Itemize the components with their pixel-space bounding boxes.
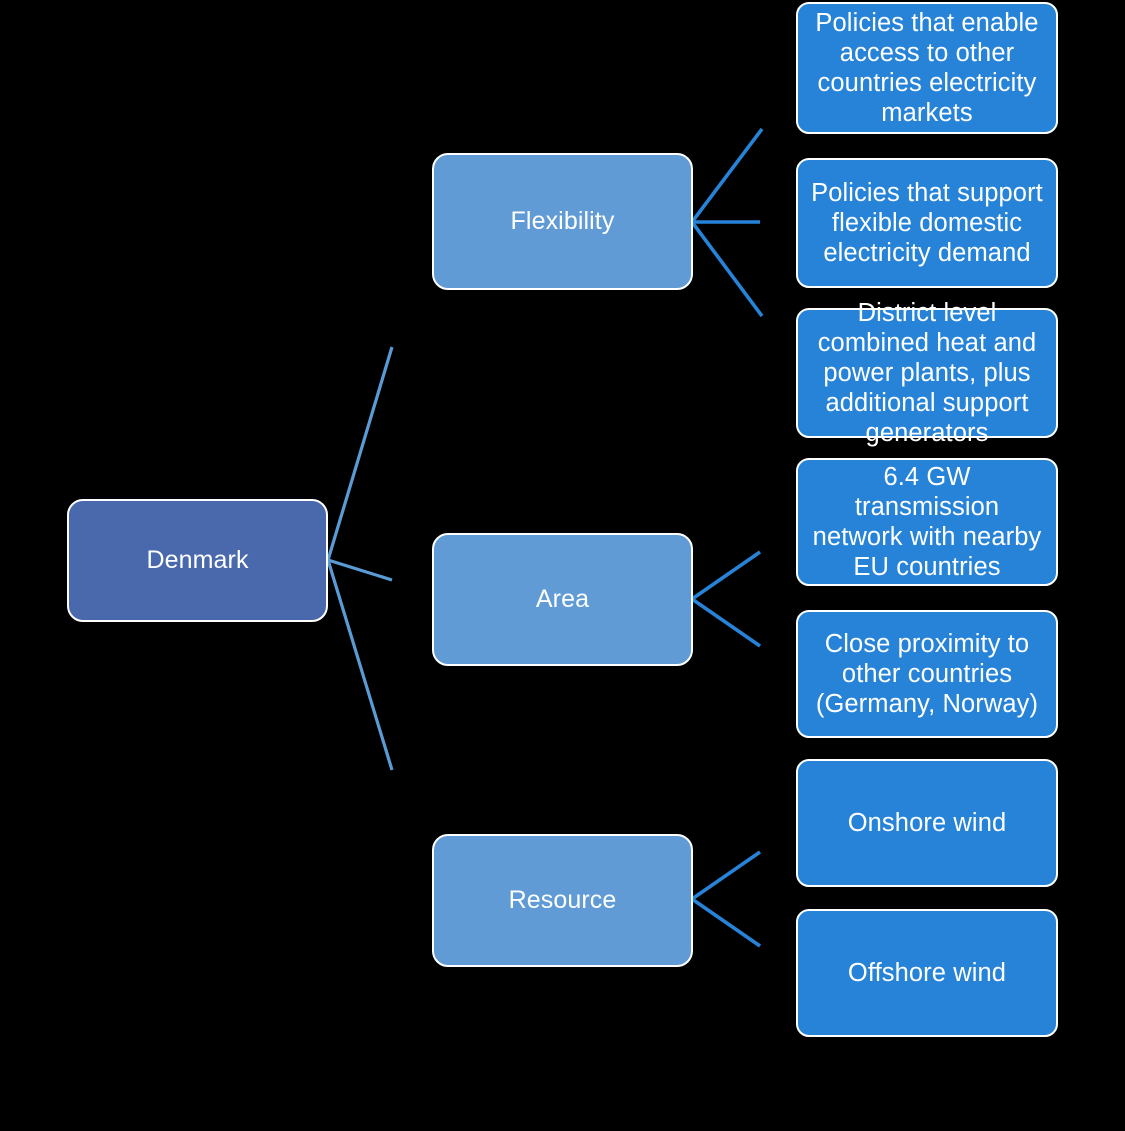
leaf-onshore-wind[interactable]: Onshore wind <box>796 759 1058 887</box>
connector-flexibility-leaf-3 <box>690 220 764 318</box>
node-area[interactable]: Area <box>432 533 693 666</box>
node-denmark[interactable]: Denmark <box>67 499 328 622</box>
leaf-label: Onshore wind <box>847 808 1007 837</box>
leaf-label: District level combined heat and power p… <box>817 298 1037 448</box>
node-flexibility[interactable]: Flexibility <box>432 153 693 290</box>
leaf-district-chp-plants[interactable]: District level combined heat and power p… <box>796 299 1058 447</box>
node-denmark-label: Denmark <box>146 545 249 574</box>
connector-denmark-flexibility <box>326 346 394 561</box>
leaf-label: Policies that enable access to other cou… <box>815 8 1039 128</box>
leaf-policies-flexible-demand[interactable]: Policies that support flexible domestic … <box>796 158 1058 288</box>
node-resource-label: Resource <box>508 885 617 914</box>
leaf-label: Offshore wind <box>847 958 1007 987</box>
connector-area-leaf-1 <box>690 550 762 601</box>
connector-resource-leaf-1 <box>690 850 762 901</box>
leaf-label: 6.4 GW transmission network with nearby … <box>812 462 1042 582</box>
node-resource[interactable]: Resource <box>432 834 693 967</box>
connector-denmark-resource <box>326 559 394 771</box>
connector-resource-leaf-2 <box>690 897 762 948</box>
connector-flexibility-leaf-1 <box>690 127 764 224</box>
leaf-policies-access-other-markets[interactable]: Policies that enable access to other cou… <box>796 2 1058 134</box>
connector-area-leaf-2 <box>690 597 762 648</box>
node-area-label: Area <box>535 584 590 613</box>
leaf-offshore-wind[interactable]: Offshore wind <box>796 909 1058 1037</box>
node-flexibility-label: Flexibility <box>510 206 615 235</box>
connector-denmark-area <box>327 558 393 582</box>
leaf-label: Close proximity to other countries (Germ… <box>815 629 1039 719</box>
leaf-label: Policies that support flexible domestic … <box>811 178 1043 268</box>
leaf-close-proximity-countries[interactable]: Close proximity to other countries (Germ… <box>796 610 1058 738</box>
leaf-transmission-network[interactable]: 6.4 GW transmission network with nearby … <box>796 458 1058 586</box>
